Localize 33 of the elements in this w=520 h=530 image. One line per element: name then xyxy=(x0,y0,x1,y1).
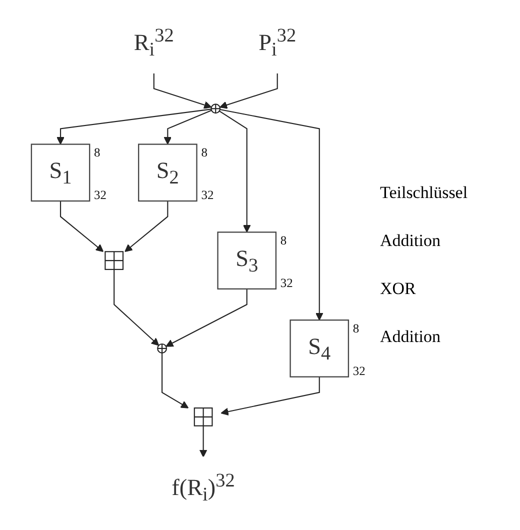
s-box: S$_{1}$ xyxy=(30,144,90,202)
arrow xyxy=(220,73,278,109)
arrow xyxy=(199,426,208,458)
arrow xyxy=(114,269,160,346)
bit-width-label: 8 xyxy=(280,234,287,248)
annotation-text: XOR xyxy=(380,279,417,299)
bit-width-label: 32 xyxy=(201,188,214,202)
bit-width-label: 32 xyxy=(94,188,107,202)
addition-operator-symbol xyxy=(104,251,124,270)
xor-operator-symbol xyxy=(157,343,168,354)
arrow xyxy=(219,110,251,233)
arrow xyxy=(220,108,324,320)
addition-operator-symbol xyxy=(194,407,213,426)
annotation-text: Addition xyxy=(380,231,442,251)
annotation-text: Addition xyxy=(380,327,442,347)
annotation-text: Teilschlüssel xyxy=(380,183,469,203)
arrow xyxy=(124,201,168,252)
arrow xyxy=(60,201,104,252)
s-box: S$_{3}$ xyxy=(217,232,277,290)
bit-width-label: 32 xyxy=(280,276,293,290)
arrow xyxy=(220,376,320,416)
bit-width-label: 8 xyxy=(94,146,100,160)
bit-width-label: 8 xyxy=(352,322,360,336)
arrow xyxy=(153,73,212,109)
arrow xyxy=(56,108,212,145)
arrow xyxy=(164,110,212,145)
bit-width-label: 8 xyxy=(201,146,208,160)
s-box: S$_{2}$ xyxy=(138,144,198,202)
s-box: S$_{4}$ xyxy=(290,320,350,378)
xor-operator-symbol xyxy=(210,104,221,114)
bit-width-label: 32 xyxy=(352,364,366,378)
arrow xyxy=(166,288,248,347)
arrow xyxy=(162,352,189,408)
